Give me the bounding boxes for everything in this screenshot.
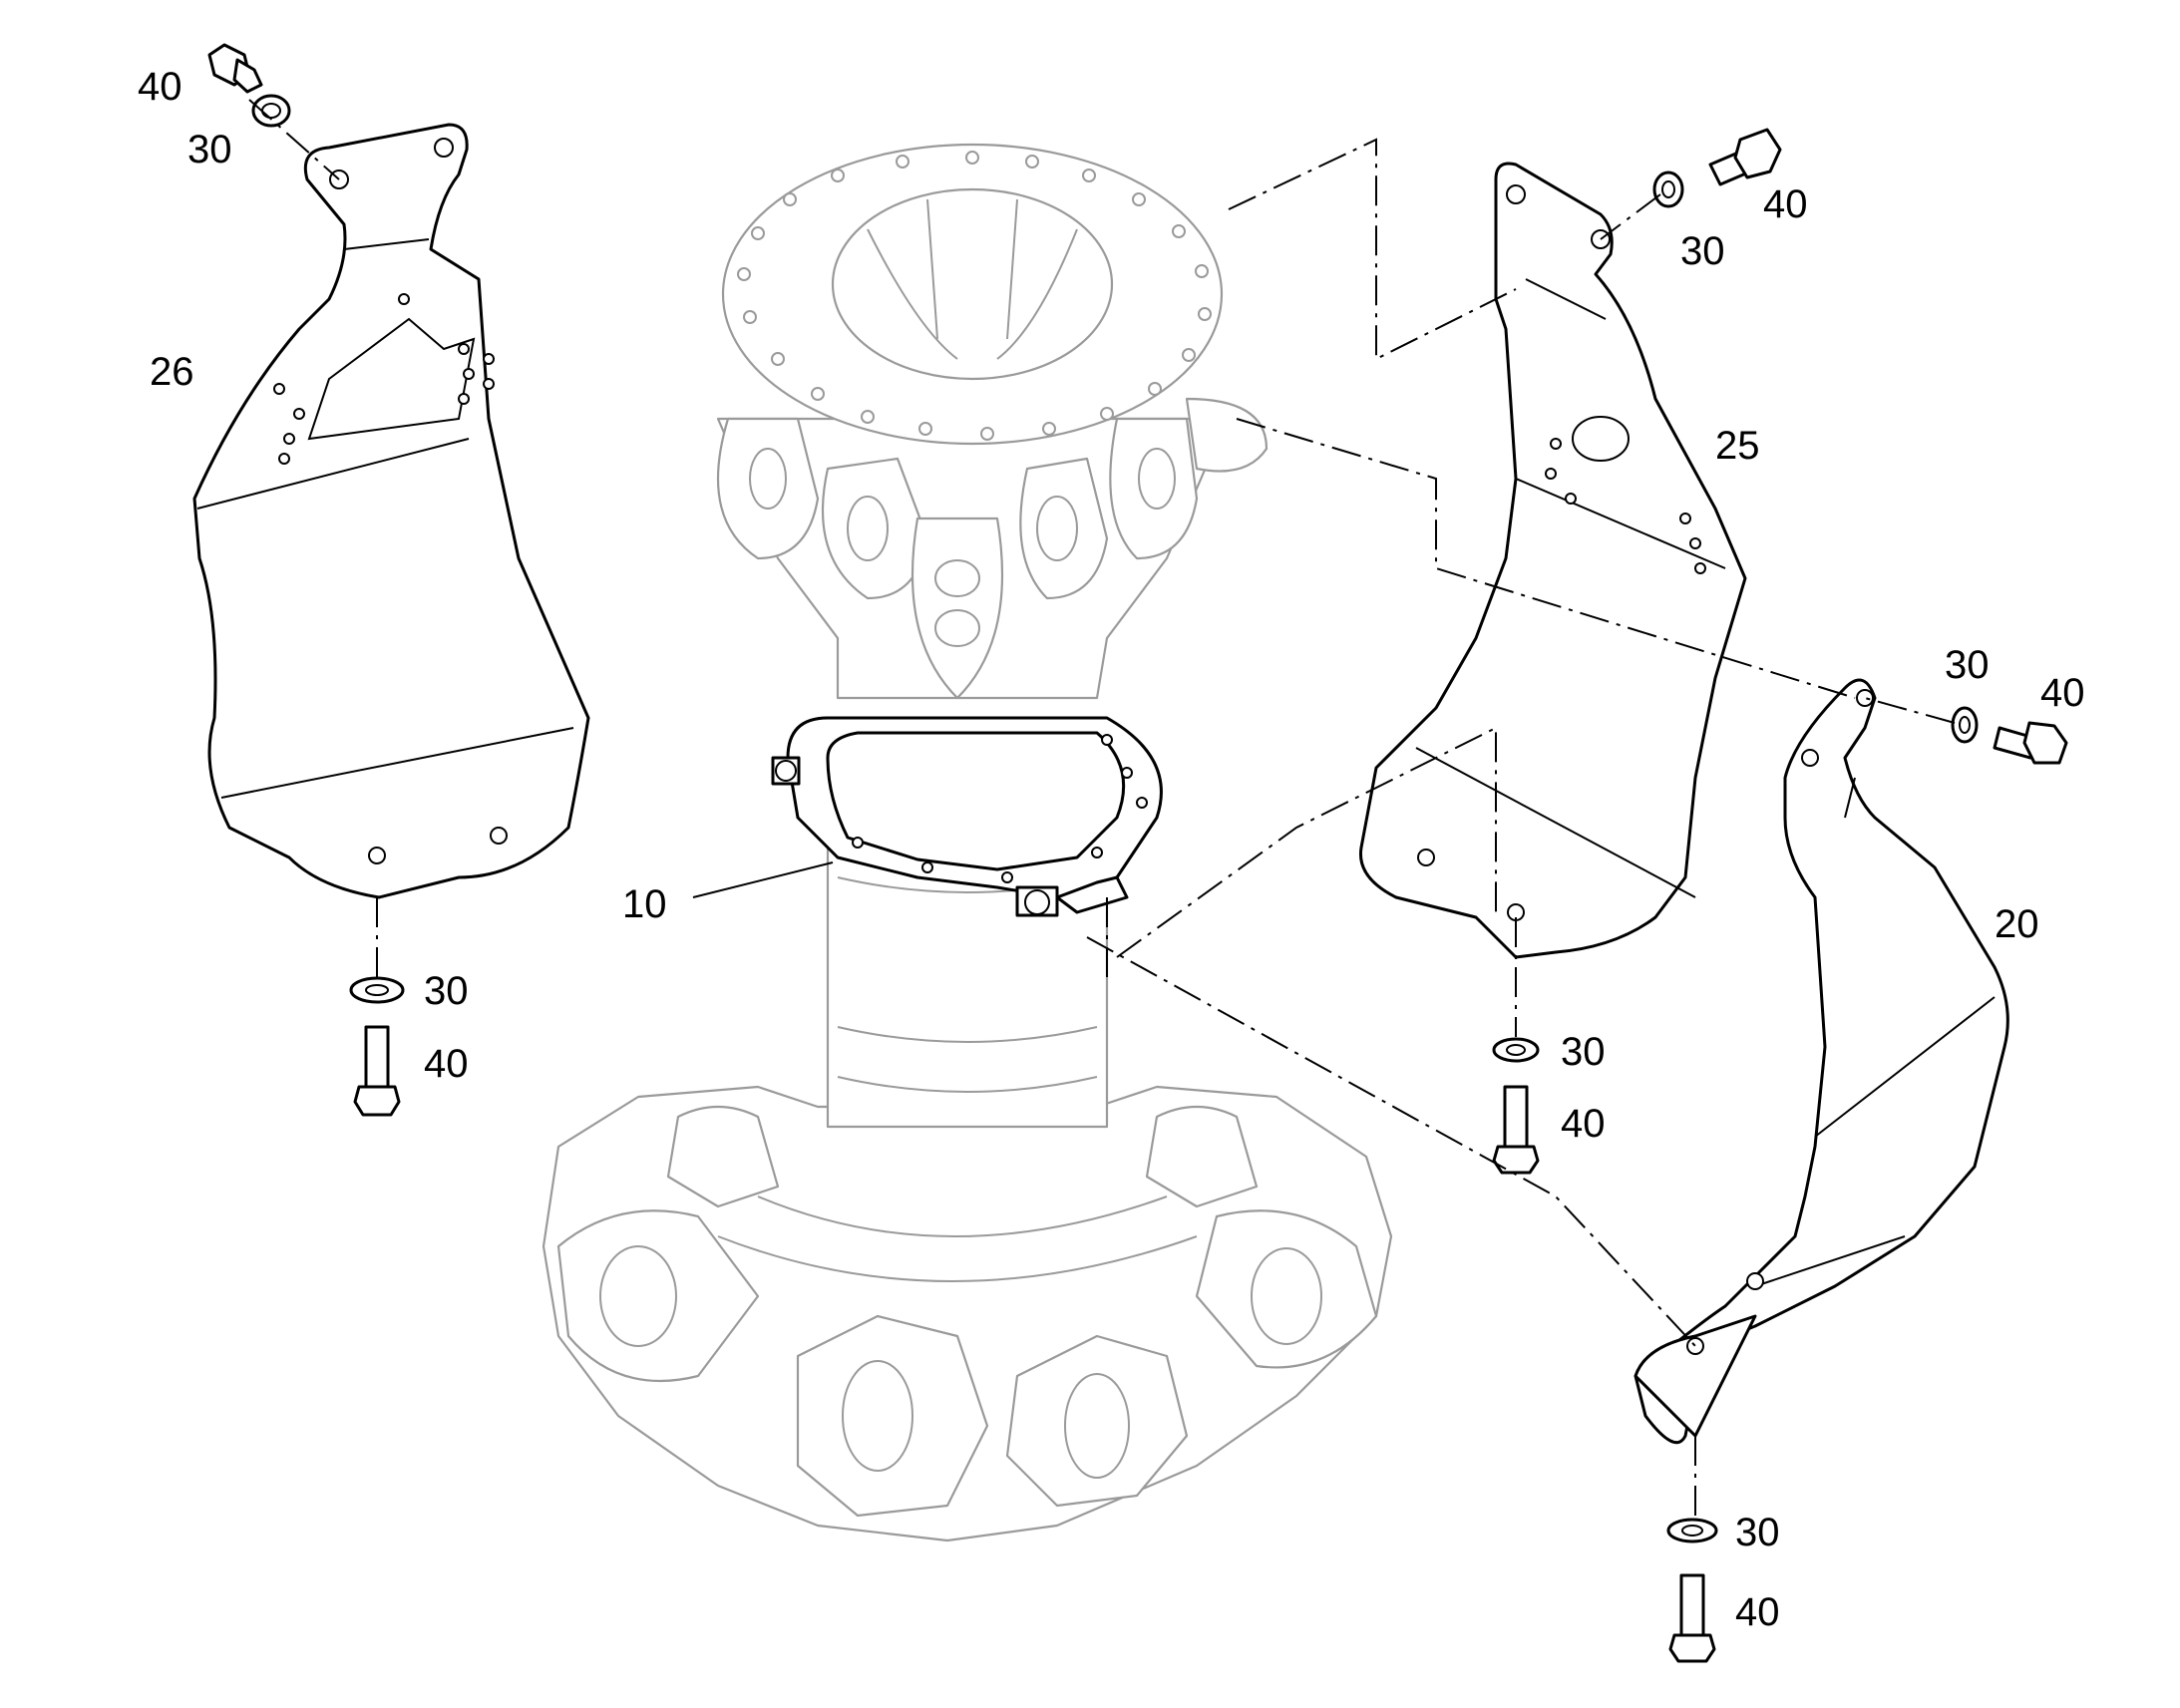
callout-30-middle-right: 30	[1945, 643, 1990, 687]
callout-40-bottom-right: 40	[1735, 1590, 1780, 1634]
callout-25: 25	[1715, 424, 1760, 468]
washer-30-bottom-right	[1666, 1518, 1718, 1543]
bolt-40-bottom-left	[353, 1025, 401, 1117]
callout-30-bottom-right: 30	[1735, 1511, 1780, 1554]
washer-30-top-left	[251, 94, 291, 128]
washer-30-middle-right	[1951, 706, 1979, 744]
bolt-40-top-right	[1708, 128, 1782, 186]
leader-part-10	[692, 861, 834, 898]
callout-40-bottom-left: 40	[424, 1042, 469, 1086]
callout-10: 10	[622, 882, 667, 926]
bolt-40-bottom-middle	[1492, 1085, 1540, 1175]
bolt-40-middle-right	[1993, 721, 2068, 765]
bracket-part-20	[1634, 678, 2009, 1445]
guard-plate-part-25	[1358, 162, 1747, 959]
washer-30-top-right	[1652, 171, 1684, 208]
bolt-40-top-left	[207, 43, 263, 94]
flange-bolt-holes	[737, 151, 1212, 441]
callout-30-top-right: 30	[1680, 229, 1725, 273]
callout-30-bottom-left: 30	[424, 969, 469, 1013]
callout-30-bottom-middle: 30	[1561, 1030, 1606, 1074]
assembly-lines	[248, 99, 1956, 1521]
callout-40-middle-right: 40	[2040, 671, 2085, 715]
clamp-ring-part-10	[771, 716, 1163, 917]
callout-20: 20	[1995, 902, 2039, 946]
guard-plate-part-26	[192, 123, 590, 899]
callout-40-bottom-middle: 40	[1561, 1102, 1606, 1146]
callout-40-top-left: 40	[138, 65, 182, 109]
bolt-40-bottom-right	[1668, 1573, 1716, 1663]
callout-40-top-right: 40	[1763, 182, 1808, 226]
washer-30-bottom-middle	[1492, 1037, 1540, 1063]
callout-30-top-left: 30	[187, 128, 232, 171]
washer-30-bottom-left	[349, 976, 405, 1004]
callout-26: 26	[150, 350, 194, 394]
